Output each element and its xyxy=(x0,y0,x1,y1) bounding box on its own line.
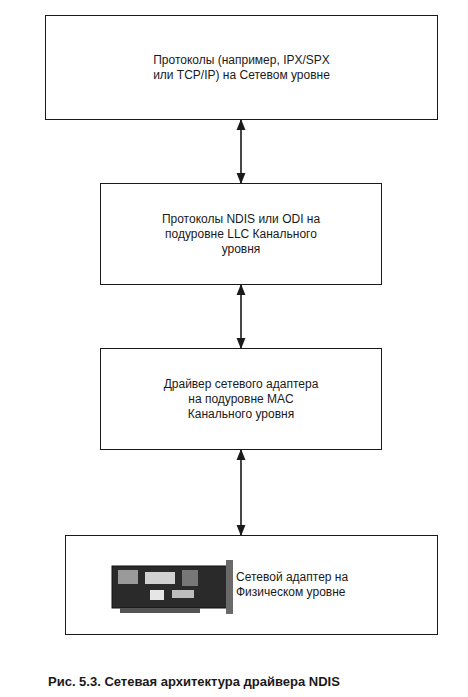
card-chip xyxy=(145,572,175,584)
process-box: Протоколы NDIS или ODI на подуровне LLC … xyxy=(100,183,382,285)
double-arrow xyxy=(240,285,242,348)
process-box: Драйвер сетевого адаптера на подуровне M… xyxy=(100,348,382,450)
card-board xyxy=(112,566,230,608)
card-chip xyxy=(172,590,194,598)
box-label: Протоколы NDIS или ODI на подуровне LLC … xyxy=(161,212,321,257)
card-chip xyxy=(150,590,164,600)
double-arrow xyxy=(240,450,242,535)
box-label: Сетевой адаптер на Физическом уровне xyxy=(236,570,361,600)
network-card-symbol xyxy=(112,560,233,614)
card-edge-connector xyxy=(120,608,200,613)
process-box: Протоколы (например, IPX/SPX или TCP/IP)… xyxy=(45,15,438,120)
figure-caption: Рис. 5.3. Сетевая архитектура драйвера N… xyxy=(48,674,340,689)
card-chip xyxy=(118,570,138,584)
double-arrow xyxy=(240,120,242,183)
box-label: Драйвер сетевого адаптера на подуровне M… xyxy=(156,377,326,422)
box-label: Протоколы (например, IPX/SPX или TCP/IP)… xyxy=(142,53,342,83)
card-chip xyxy=(182,570,198,586)
card-bracket xyxy=(226,560,233,614)
process-box: Сетевой адаптер на Физическом уровне xyxy=(65,535,438,635)
